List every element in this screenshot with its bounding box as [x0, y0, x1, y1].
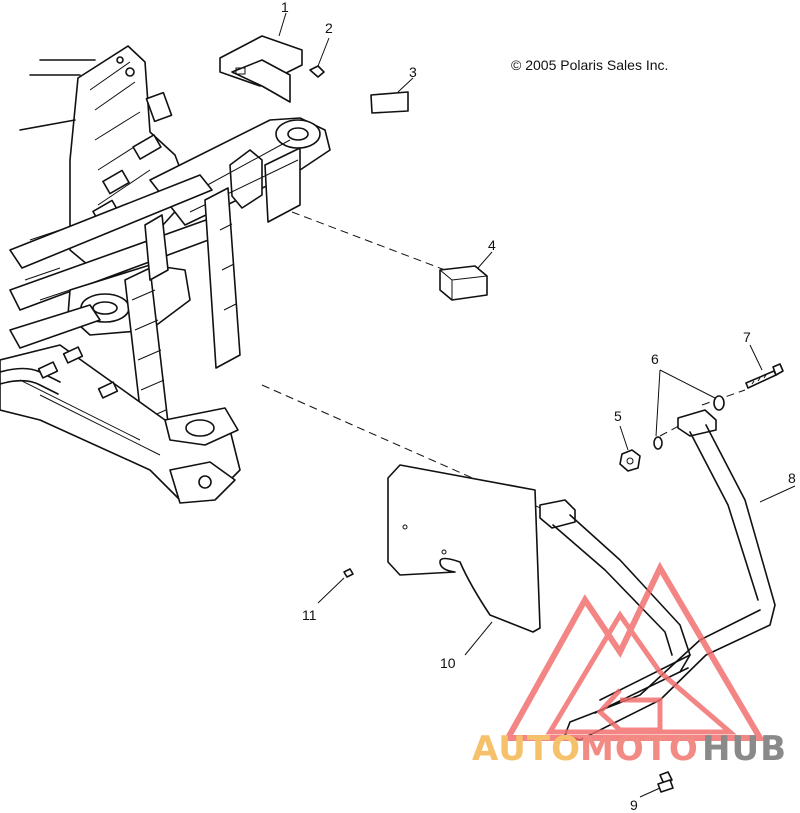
callout-5: 5 — [614, 408, 622, 424]
part-5-nut: 5 — [614, 408, 641, 472]
watermark-hub: HUB — [702, 729, 787, 769]
part-3-decal: 3 — [370, 64, 417, 114]
part-7-bolt: 7 — [743, 329, 784, 389]
callout-11: 11 — [302, 607, 317, 623]
watermark-logo — [502, 561, 766, 741]
part-10-plate: 10 — [387, 464, 541, 671]
part-1-bracket: 1 — [219, 0, 303, 103]
assembly-lines — [261, 211, 746, 511]
watermark-auto: AUTO — [472, 729, 581, 769]
callout-7: 7 — [743, 329, 751, 345]
callout-3: 3 — [409, 64, 417, 80]
part-11-screw: 11 — [302, 568, 354, 623]
frame-assembly — [0, 45, 331, 504]
callout-8: 8 — [788, 470, 796, 486]
callout-2: 2 — [325, 20, 333, 36]
callout-10: 10 — [440, 655, 456, 671]
part-9-bolt: 9 — [630, 771, 674, 813]
copyright-text: © 2005 Polaris Sales Inc. — [511, 57, 668, 73]
watermark-moto: MOTO — [580, 729, 699, 769]
part-4-block: 4 — [439, 237, 496, 301]
callout-4: 4 — [488, 237, 496, 253]
part-6-washers: 6 — [651, 351, 725, 450]
watermark-text: AUTO MOTO HUB — [472, 729, 787, 769]
part-2-clip: 2 — [309, 20, 333, 78]
part-8-bumper: 8 — [539, 409, 796, 741]
callout-9: 9 — [630, 797, 638, 813]
callout-1: 1 — [281, 0, 289, 15]
callout-6: 6 — [651, 351, 659, 367]
